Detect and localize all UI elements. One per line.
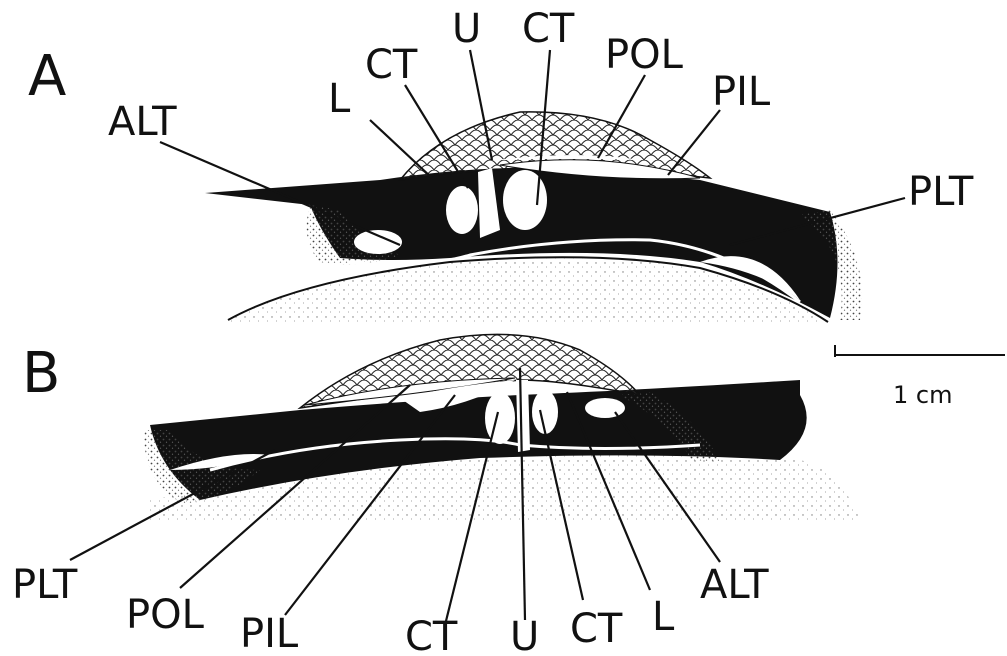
- leader-a-pil: [668, 110, 720, 175]
- panel-b-drawing: [145, 334, 861, 520]
- scale-bar-label: 1 cm: [893, 381, 952, 409]
- label-b-plt: PLT: [12, 562, 78, 608]
- label-a-plt: PLT: [908, 169, 974, 215]
- panel-b-alt-mass: [585, 398, 625, 418]
- label-b-alt: ALT: [700, 562, 769, 608]
- panel-a-ct-right-mass: [503, 170, 547, 230]
- label-a-pol: POL: [605, 32, 684, 78]
- label-b-ct-right: CT: [570, 606, 623, 652]
- panel-a-letter: A: [28, 44, 66, 109]
- panel-a-ct-left-mass: [446, 186, 478, 234]
- label-a-alt: ALT: [108, 99, 177, 145]
- label-b-pol: POL: [126, 592, 205, 638]
- label-a-l: L: [328, 76, 351, 122]
- label-a-u: U: [452, 6, 481, 52]
- leader-a-l: [370, 120, 432, 178]
- scale-bar: 1 cm: [835, 345, 1005, 409]
- panel-b-letter: B: [22, 341, 60, 406]
- panel-b-ct-left-mass: [485, 392, 515, 444]
- label-b-u: U: [510, 614, 539, 656]
- panel-b-u-mass: [516, 380, 530, 452]
- label-a-ct-left: CT: [365, 42, 418, 88]
- label-a-ct-right: CT: [522, 6, 575, 52]
- label-a-pil: PIL: [712, 69, 771, 115]
- panel-a-drawing: [205, 112, 862, 322]
- label-b-pil: PIL: [240, 611, 299, 656]
- label-b-l: L: [652, 594, 675, 640]
- label-b-ct-left: CT: [405, 614, 458, 656]
